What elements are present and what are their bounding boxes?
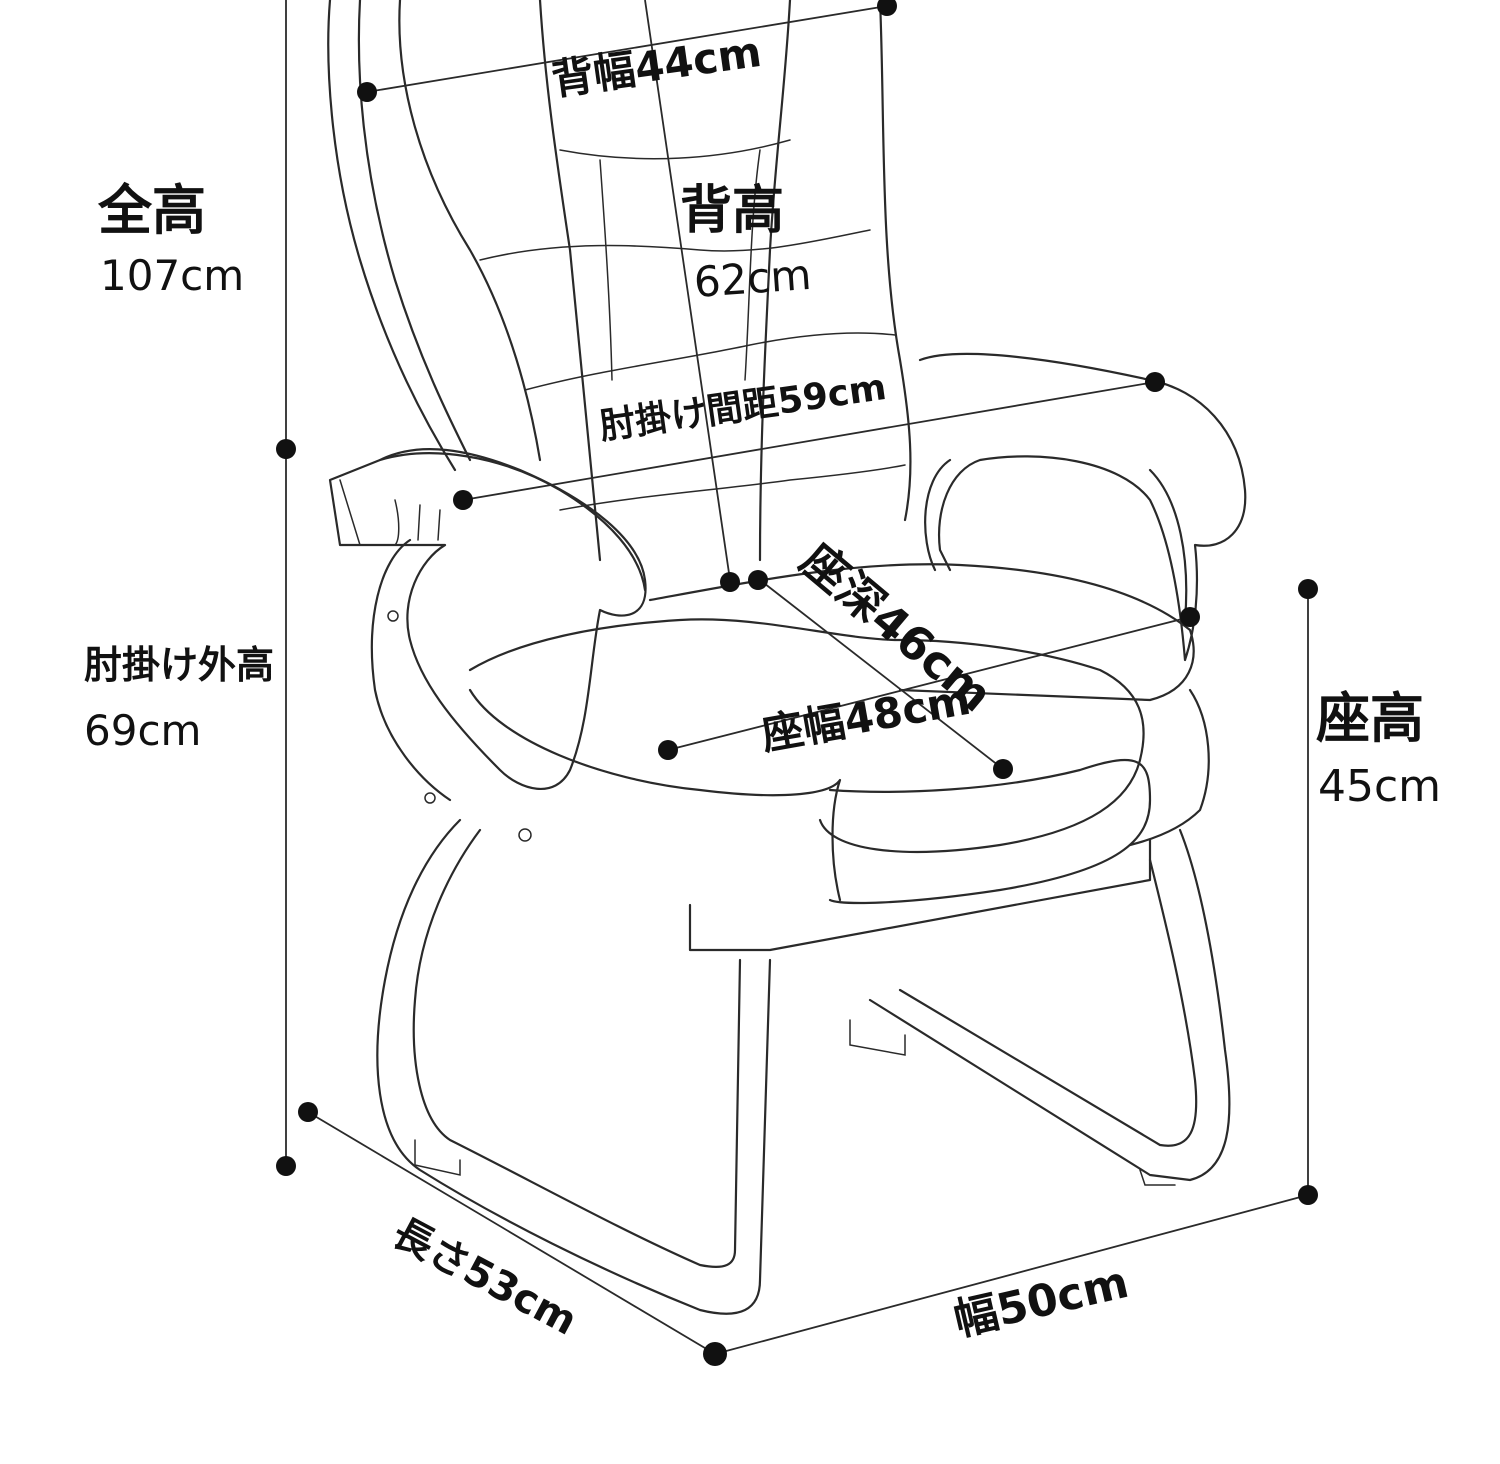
- armrest-height-value: 69cm: [84, 706, 202, 755]
- rear-leg-right-inner: [898, 858, 1198, 1147]
- armrest-spacing-line: [462, 381, 1156, 501]
- dot-seat-depth-front: [993, 759, 1013, 779]
- dot-back-width-left: [357, 82, 377, 102]
- seat-underside-bar: [849, 1019, 906, 1056]
- backrest-side-band: [398, 0, 542, 462]
- backrest-stitch-4: [559, 464, 906, 511]
- arm-screw-2: [424, 792, 436, 804]
- chair-outline: [327, 0, 1247, 1315]
- back-width-line: [366, 5, 888, 93]
- seat-base: [688, 838, 1152, 952]
- right-armrest-loop: [924, 458, 1188, 622]
- backrest-stitch-2: [479, 229, 871, 261]
- backrest-cushion-right: [758, 0, 792, 562]
- backrest-stitch-1: [559, 139, 791, 160]
- arm-screw-1: [387, 610, 399, 622]
- dot-back-width-right: [877, 0, 897, 16]
- armrest-height-label: 肘掛け外高: [84, 643, 275, 687]
- left-armrest-support: [370, 538, 452, 802]
- seat-front-panel: [828, 758, 1152, 905]
- seat-front-edge: [468, 688, 842, 902]
- total-height-value: 107cm: [100, 251, 245, 300]
- leg-foot-front: [414, 1139, 461, 1176]
- backrest-stitch-6: [744, 149, 761, 381]
- total-height-label: 全高: [98, 179, 206, 242]
- dot-seat-width-right: [1180, 607, 1200, 627]
- dot-armrest-left: [453, 490, 473, 510]
- seat-back-cushion: [648, 563, 1195, 702]
- dot-base-corner: [703, 1342, 727, 1366]
- dimension-dots: [276, 0, 1318, 1366]
- dimension-lines: [285, 0, 1309, 1355]
- seat-height-value: 45cm: [1318, 761, 1442, 812]
- dot-seat-height-top: [1298, 579, 1318, 599]
- backrest-stitch-3: [524, 332, 896, 391]
- back-height-line: [644, 0, 731, 581]
- seat-front-cushion: [468, 618, 1145, 853]
- dot-seat-width-left: [658, 740, 678, 760]
- front-left-leg: [376, 818, 772, 1315]
- left-armrest: [328, 447, 647, 790]
- arm-screw-3: [518, 828, 532, 842]
- arm-cover-slots: [339, 479, 441, 546]
- backrest-outer: [327, 0, 457, 472]
- front-left-leg-inner: [412, 828, 742, 1268]
- backrest-right-edge: [878, 0, 912, 522]
- dot-seat-height-bottom: [1298, 1185, 1318, 1205]
- rear-leg-right: [868, 828, 1231, 1182]
- backrest-cushion-left: [538, 0, 602, 562]
- seat-side-shell: [1128, 688, 1210, 847]
- length-line: [307, 1111, 716, 1355]
- left-armrest-pad: [378, 452, 647, 592]
- dot-total-height-bottom: [276, 1156, 296, 1176]
- seat-depth-line: [759, 579, 1004, 770]
- dot-length-start: [298, 1102, 318, 1122]
- back-height-value: 62cm: [692, 249, 813, 307]
- backrest-inner-left: [357, 0, 472, 462]
- leg-foot-back: [1139, 1169, 1176, 1186]
- backrest-stitch-5: [599, 159, 613, 381]
- dot-back-height-bottom: [720, 572, 740, 592]
- dot-armrest-right: [1145, 372, 1165, 392]
- seat-width-line: [667, 616, 1191, 751]
- dot-total-height-mid: [276, 439, 296, 459]
- back-height-label: 背高: [680, 181, 785, 241]
- dot-seat-depth-back: [748, 570, 768, 590]
- width-line: [714, 1194, 1309, 1355]
- seat-height-label: 座高: [1316, 687, 1424, 750]
